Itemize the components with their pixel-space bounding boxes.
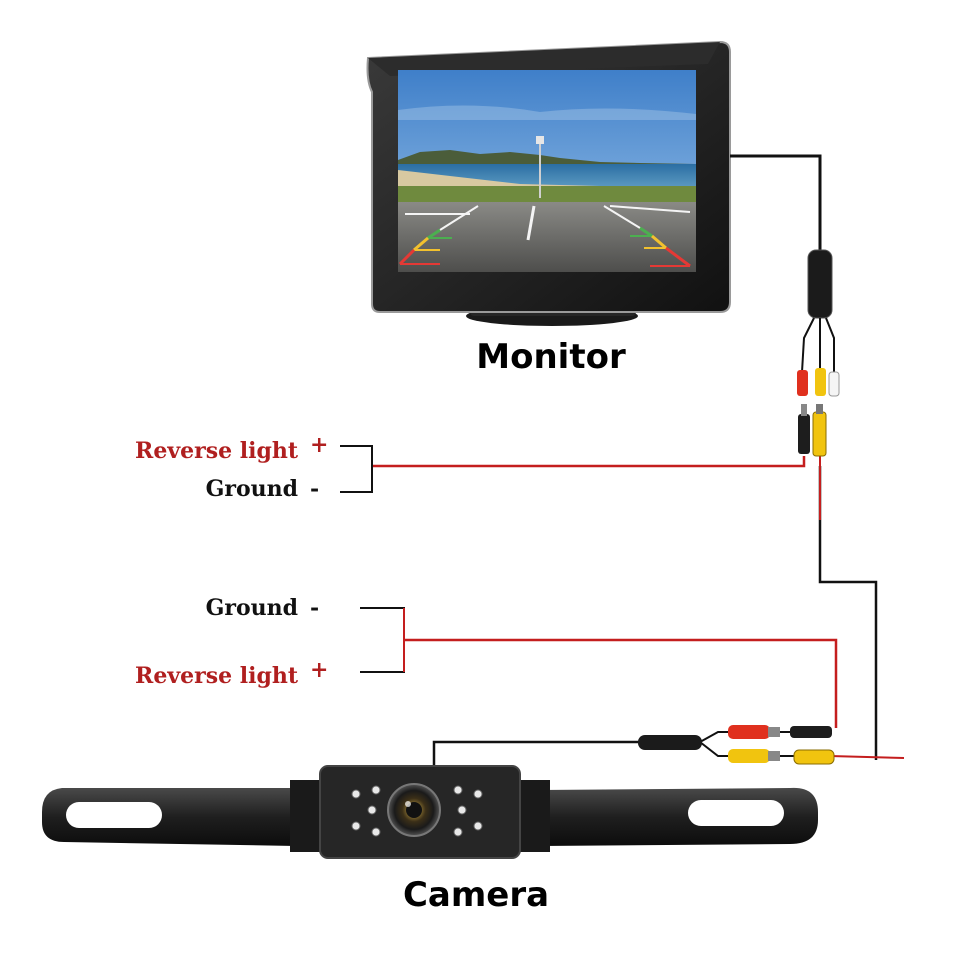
upper-power-wire	[372, 456, 806, 468]
rca-yellow-plug	[815, 368, 826, 396]
rca-red-plug	[797, 370, 808, 396]
ir-leds	[351, 785, 483, 837]
monitor-cable	[730, 154, 822, 252]
monitor	[366, 40, 731, 326]
lower-bracket	[360, 607, 405, 673]
monitor-splitter	[807, 249, 833, 319]
lower-ground-sign: -	[310, 595, 319, 621]
camera-rca-yellow	[728, 749, 770, 763]
upper-reverse-sign: +	[310, 432, 328, 458]
lower-reverse-label: Reverse light	[135, 663, 299, 689]
dc-plug-monitor	[798, 414, 810, 454]
lower-ground-label: Ground	[206, 595, 298, 621]
wiring	[340, 154, 905, 766]
main-video-cable	[818, 466, 878, 760]
upper-ground-sign: -	[310, 476, 319, 502]
bracket-slot-left	[66, 802, 162, 828]
camera-connectors	[638, 725, 835, 765]
upper-ground-label: Ground	[206, 476, 298, 502]
camera-rca-yellow-socket	[793, 749, 835, 765]
rca-yellow-socket	[812, 411, 827, 457]
lower-power-labels: Ground - Reverse light +	[135, 595, 328, 689]
camera-title: Camera	[403, 875, 549, 915]
upper-bracket	[340, 445, 373, 493]
license-plate-camera-icon	[42, 765, 818, 859]
camera-bracket	[42, 787, 818, 846]
camera-dc-plug	[790, 726, 832, 738]
monitor-connectors	[797, 368, 840, 457]
camera-cable	[432, 740, 640, 766]
bracket-slot-right	[688, 800, 784, 826]
lower-power-wire	[404, 638, 838, 728]
upper-reverse-label: Reverse light	[135, 438, 299, 464]
lower-reverse-sign: +	[310, 657, 328, 683]
monitor-screen-icon	[398, 70, 696, 272]
monitor-sunvisor	[368, 42, 720, 76]
camera-cable-splitter	[638, 735, 702, 750]
rca-white-plug	[828, 371, 840, 397]
monitor-title: Monitor	[476, 337, 626, 377]
camera-rca-red	[728, 725, 770, 739]
upper-power-labels: Reverse light + Ground -	[135, 432, 328, 502]
